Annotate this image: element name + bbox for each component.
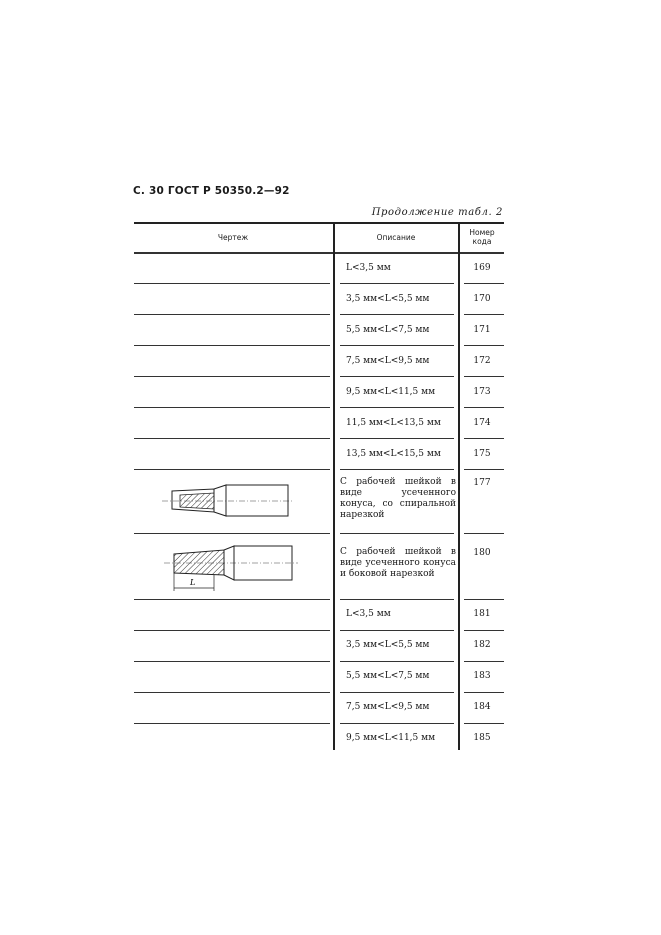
- column-divider: [458, 222, 460, 750]
- table-row: 3,5 мм<L<5,5 мм 170: [134, 285, 504, 316]
- table-row: 5,5 мм<L<7,5 мм 171: [134, 316, 504, 347]
- table-row: 13,5 мм<L<15,5 мм 175: [134, 440, 504, 471]
- table-row: С рабочей шейкой в виде усеченного конус…: [134, 471, 504, 535]
- table-row: 7,5 мм<L<9,5 мм 172: [134, 347, 504, 378]
- table-row: 7,5 мм<L<9,5 мм 184: [134, 694, 504, 725]
- table-row: 9,5 мм<L<11,5 мм 185: [346, 733, 491, 743]
- column-divider: [333, 222, 335, 750]
- table-row: 9,5 мм<L<11,5 мм 173: [134, 378, 504, 409]
- column-header-drawing: Чертеж: [217, 232, 249, 242]
- table-top-rule: [134, 222, 504, 224]
- page-header: С. 30 ГОСТ Р 50350.2—92: [133, 185, 290, 197]
- tapered-side-cut-tool-drawing: L: [164, 545, 298, 591]
- column-header-code: Номер кода: [469, 228, 495, 246]
- svg-text:L: L: [189, 578, 195, 587]
- table-row: L С рабочей шейкой в виде усеченного кон…: [134, 535, 504, 601]
- column-header-description: Описание: [376, 232, 416, 242]
- table-continuation-label: Продолжение табл. 2: [371, 207, 503, 218]
- tapered-spiral-neck-tool-drawing: [162, 484, 294, 517]
- header-rule: [134, 252, 504, 254]
- table-row: L<3,5 мм 169: [134, 254, 504, 285]
- table-row: 3,5 мм<L<5,5 мм 182: [134, 632, 504, 663]
- table-row: L<3,5 мм 181: [134, 601, 504, 632]
- table-row: 5,5 мм<L<7,5 мм 183: [134, 663, 504, 694]
- table-row: 11,5 мм<L<13,5 мм 174: [134, 409, 504, 440]
